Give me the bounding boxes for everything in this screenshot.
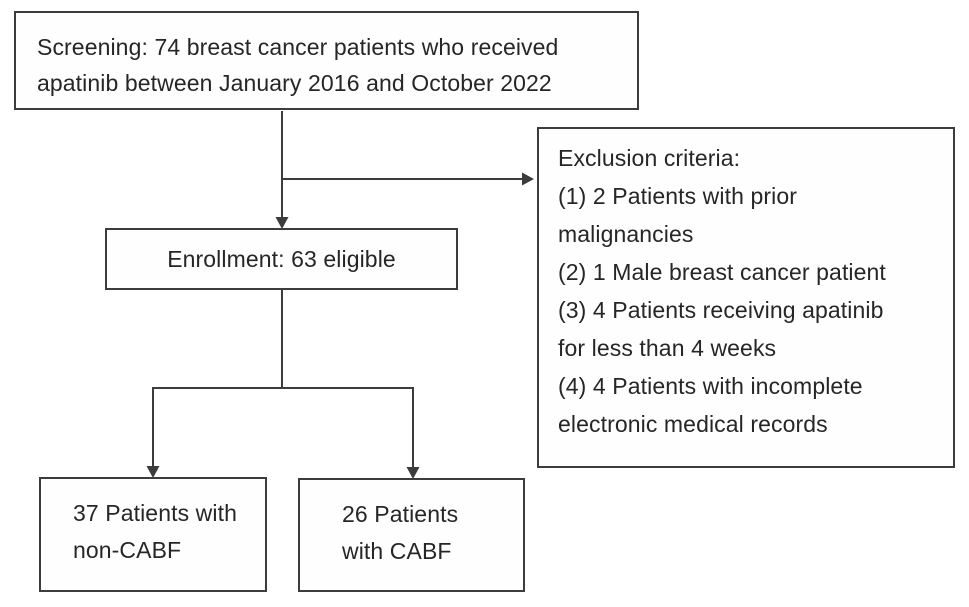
screening-box: Screening: 74 breast cancer patients who… xyxy=(14,11,639,110)
exclusion-title: Exclusion criteria: xyxy=(558,145,741,171)
exclusion-line-2: malignancies xyxy=(558,221,694,247)
arrowhead-right-exclusion-icon xyxy=(522,172,534,186)
exclusion-line-1: (1) 2 Patients with prior xyxy=(558,183,797,209)
cabf-line-2: with CABF xyxy=(342,538,452,564)
non-cabf-line-1: 37 Patients with xyxy=(73,500,237,526)
exclusion-line-4: (3) 4 Patients receiving apatinib xyxy=(558,297,884,323)
exclusion-line-7: electronic medical records xyxy=(558,411,828,437)
screening-line-2: apatinib between January 2016 and Octobe… xyxy=(37,70,552,96)
arrowheads xyxy=(146,172,534,479)
connector-lines xyxy=(152,111,523,470)
exclusion-line-3: (2) 1 Male breast cancer patient xyxy=(558,259,886,285)
screening-line-1: Screening: 74 breast cancer patients who… xyxy=(37,34,559,60)
non-cabf-line-2: non-CABF xyxy=(73,537,182,563)
enrollment-box: Enrollment: 63 eligible xyxy=(105,228,458,290)
line-junction-split xyxy=(152,387,414,470)
non-cabf-box: 37 Patients with non-CABF xyxy=(39,477,267,592)
cabf-line-1: 26 Patients xyxy=(342,501,459,527)
enrollment-text: Enrollment: 63 eligible xyxy=(167,245,396,272)
exclusion-line-5: for less than 4 weeks xyxy=(558,335,777,361)
exclusion-line-6: (4) 4 Patients with incomplete xyxy=(558,373,863,399)
cabf-box: 26 Patients with CABF xyxy=(298,478,525,592)
exclusion-criteria-box: Exclusion criteria: (1) 2 Patients with … xyxy=(537,127,955,468)
